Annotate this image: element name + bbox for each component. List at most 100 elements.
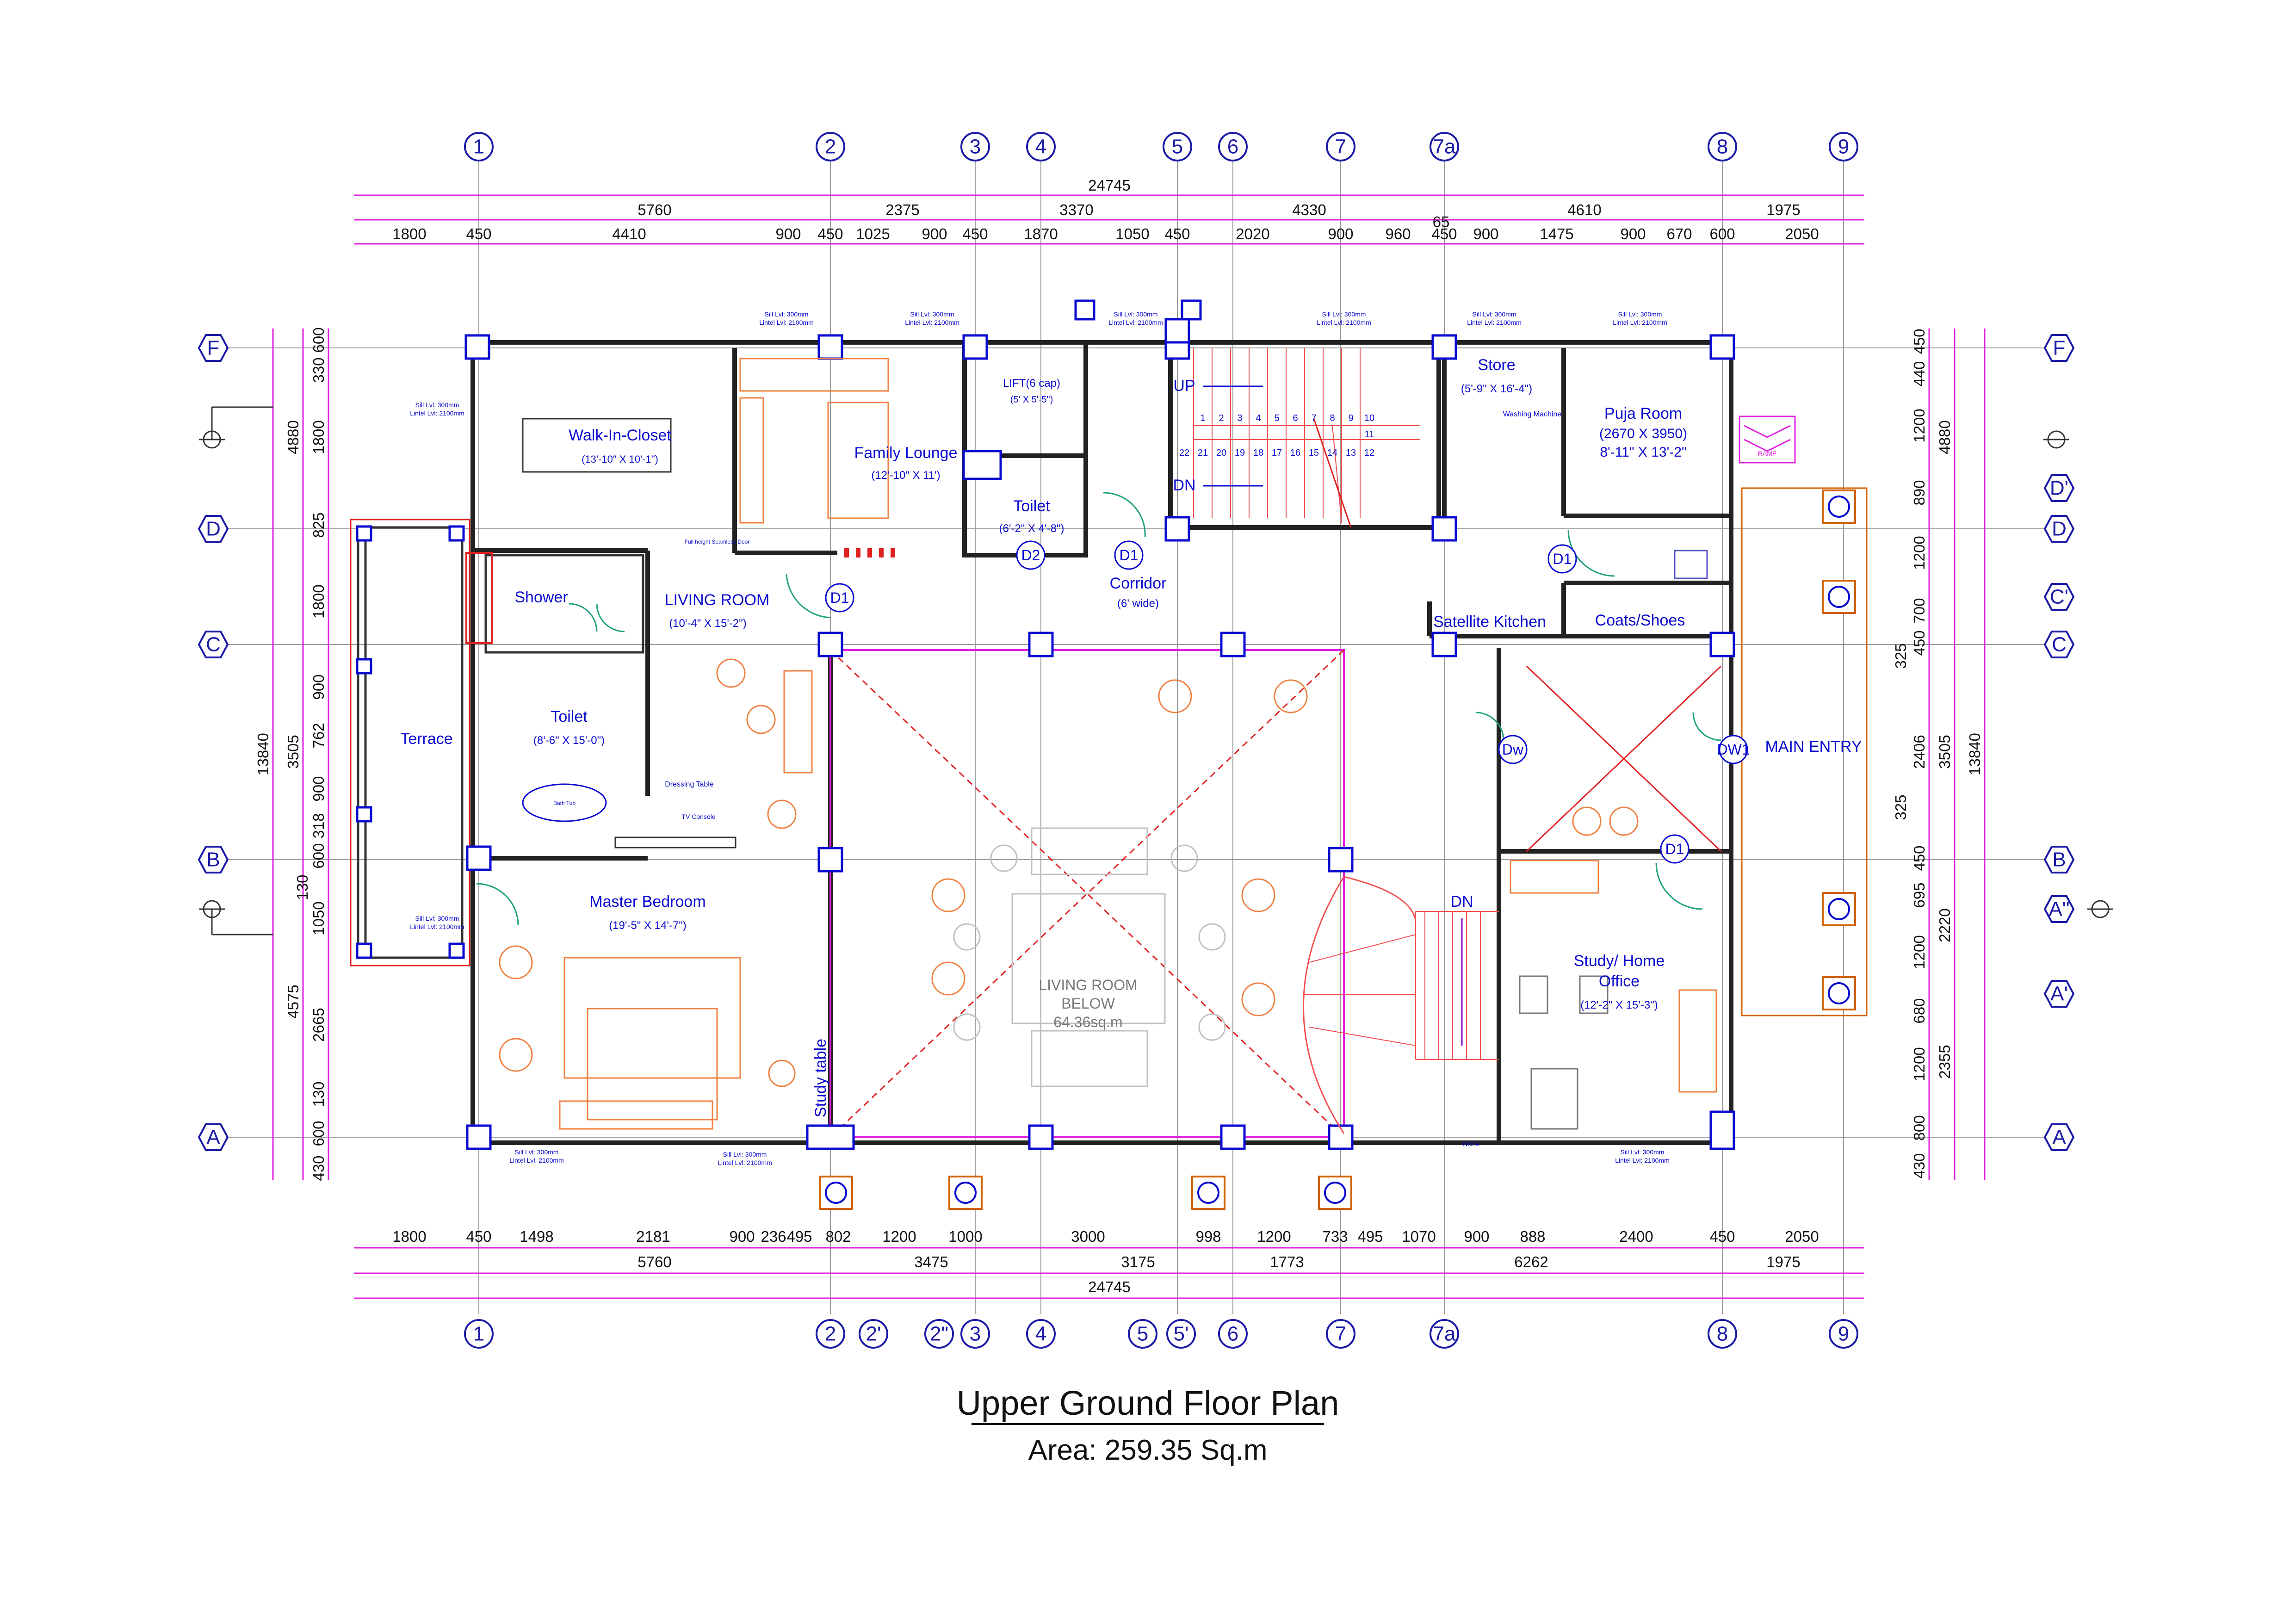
dim-bottom-r2-5: 1975 xyxy=(1766,1253,1800,1270)
door-tag-dw: Dw xyxy=(1498,735,1528,764)
svg-text:A": A" xyxy=(2049,898,2070,921)
lift-size: (5' X 5'-5") xyxy=(1010,395,1053,405)
stair-curved-dn-label: DN xyxy=(1450,893,1473,911)
dim-left-in-3: 825 xyxy=(310,512,327,538)
dim-top-r3-20: 2050 xyxy=(1785,225,1819,242)
living-below-label: LIVING ROOM xyxy=(1039,977,1137,993)
plan-area: Area: 259.35 Sq.m xyxy=(1028,1434,1268,1466)
title-block: Upper Ground Floor Plan Area: 259.35 Sq.… xyxy=(957,1384,1339,1466)
svg-text:9: 9 xyxy=(1838,1323,1849,1345)
stair-step-21: 21 xyxy=(1198,448,1208,458)
dim-right-in-6: 450 xyxy=(1911,630,1928,656)
svg-text:B: B xyxy=(206,849,220,871)
dim-left-in-8: 318 xyxy=(310,813,327,838)
dim-bottom-r1-5: 236 xyxy=(761,1228,786,1245)
stair-step-4: 4 xyxy=(1256,413,1261,423)
svg-text:3: 3 xyxy=(970,136,981,158)
room-labels: Walk-In-Closet (13'-10" X 10'-1") Family… xyxy=(400,356,1862,1117)
dim-top-r2-2: 3370 xyxy=(1059,201,1093,218)
furniture xyxy=(465,358,1796,1130)
terrace-label: Terrace xyxy=(400,730,452,748)
dim-left-in-5: 900 xyxy=(310,674,327,700)
dim-bottom-r1-2: 1498 xyxy=(520,1228,553,1245)
dim-left-in-13: 130 xyxy=(310,1081,327,1107)
dim-left-mid-0: 4880 xyxy=(285,420,302,454)
study-office-size: (12'-2" X 15'-3") xyxy=(1580,999,1658,1011)
svg-text:2: 2 xyxy=(825,136,836,158)
sill-label-2: Sill Lvl: 300mm xyxy=(910,310,954,318)
dim-bottom-overall: 24745 xyxy=(1088,1278,1131,1295)
ramp-label: RAMP xyxy=(1758,450,1776,457)
dim-bottom-r1-9: 1000 xyxy=(948,1228,982,1245)
grid-bubble-bottom-1: 1 xyxy=(464,1319,494,1349)
svg-text:6: 6 xyxy=(1227,136,1238,158)
niche-label: Niche xyxy=(1463,1140,1479,1147)
corridor-size: (6' wide) xyxy=(1117,597,1159,610)
dim-left-in-7: 900 xyxy=(310,776,327,801)
lintel-label-6: Lintel Lvl: 2100mm xyxy=(1613,319,1667,326)
stair-step-5: 5 xyxy=(1274,413,1279,423)
store-label: Store xyxy=(1478,356,1515,374)
grid-bubble-bottom-7a: 7a xyxy=(1430,1319,1459,1349)
dim-bottom-r1-3: 2181 xyxy=(636,1228,670,1245)
toilet-small-size: (6'-2" X 4'-8") xyxy=(999,522,1064,535)
grid-bubble-bottom-2p: 2' xyxy=(859,1319,888,1349)
stair-step-9: 9 xyxy=(1348,413,1353,423)
dimensions-top: 24745 5760 2375 3370 4330 4610 1975 65 1… xyxy=(354,177,1864,245)
svg-text:9: 9 xyxy=(1838,136,1849,158)
svg-text:C: C xyxy=(2052,633,2067,656)
lintel-label-2: Lintel Lvl: 2100mm xyxy=(905,319,959,326)
dim-right-in-7: 325 xyxy=(1892,643,1909,669)
svg-text:3: 3 xyxy=(970,1323,981,1345)
dim-bottom-r2-1: 3475 xyxy=(914,1253,948,1270)
stair-step-16: 16 xyxy=(1290,448,1300,458)
dim-top-r2-3: 4330 xyxy=(1292,201,1326,218)
level-marker-left-bottom xyxy=(199,900,273,935)
dim-top-r3-4: 450 xyxy=(817,225,843,242)
svg-text:7a: 7a xyxy=(1433,136,1456,158)
toilet-small-label: Toilet xyxy=(1013,497,1050,515)
stair-step-8: 8 xyxy=(1330,413,1335,423)
dim-bottom-r1-12: 1200 xyxy=(1257,1228,1291,1245)
toilet-master-label: Toilet xyxy=(551,708,588,725)
grid-marker-left-F: F xyxy=(198,334,229,362)
svg-text:D1: D1 xyxy=(830,589,849,606)
stair-step-12: 12 xyxy=(1364,448,1374,458)
dim-left-mid-1: 3505 xyxy=(285,735,302,768)
dressing-table-label: Dressing Table xyxy=(665,781,714,788)
grid-bubble-bottom-6: 6 xyxy=(1218,1319,1248,1349)
dim-top-r3-6: 900 xyxy=(922,225,947,242)
seamless-door-label: Full height Seamless Door xyxy=(685,539,750,545)
grid-bubble-top-2: 2 xyxy=(816,132,845,161)
sill-label-3: Sill Lvl: 300mm xyxy=(1114,310,1158,318)
svg-text:D1: D1 xyxy=(1553,551,1572,567)
svg-text:D': D' xyxy=(2050,477,2068,500)
lintel-label-1: Lintel Lvl: 2100mm xyxy=(759,319,814,326)
dim-right-in-13: 680 xyxy=(1911,998,1928,1023)
dim-right-in-0: 450 xyxy=(1911,328,1928,354)
grid-markers-right: F D' D C' C B A" A' A xyxy=(2043,334,2075,1151)
store-size: (5'-9" X 16'-4") xyxy=(1461,383,1532,395)
svg-text:D: D xyxy=(2052,518,2067,540)
dim-left-in-10: 130 xyxy=(294,874,311,900)
svg-text:8: 8 xyxy=(1717,136,1728,158)
dim-top-r3-3: 900 xyxy=(775,225,801,242)
stair-dn-label: DN xyxy=(1173,477,1195,494)
sill-label-4: Sill Lvl: 300mm xyxy=(1322,310,1366,318)
door-tag-dw1: DW1 xyxy=(1717,735,1750,764)
dim-top-r3-19: 600 xyxy=(1709,225,1735,242)
svg-text:7: 7 xyxy=(1335,136,1346,158)
sill-label-1: Sill Lvl: 300mm xyxy=(765,310,809,318)
stair-step-15: 15 xyxy=(1309,448,1319,458)
grid-bubbles-top: 1 2 3 4 5 6 7 7a 8 9 xyxy=(464,132,1858,161)
stair-step-7: 7 xyxy=(1311,413,1316,423)
dim-bottom-r1-16: 900 xyxy=(1464,1228,1489,1245)
grid-marker-right-Cp: C' xyxy=(2043,583,2075,611)
tv-console-label: TV Console xyxy=(681,813,715,820)
level-marker-left-top xyxy=(199,406,273,449)
svg-text:F: F xyxy=(207,337,220,359)
grid-marker-left-D: D xyxy=(198,515,229,543)
grid-bubble-top-3: 3 xyxy=(960,132,990,161)
dim-right-in-5: 700 xyxy=(1911,598,1928,623)
study-office-label: Study/ Home xyxy=(1574,952,1665,970)
